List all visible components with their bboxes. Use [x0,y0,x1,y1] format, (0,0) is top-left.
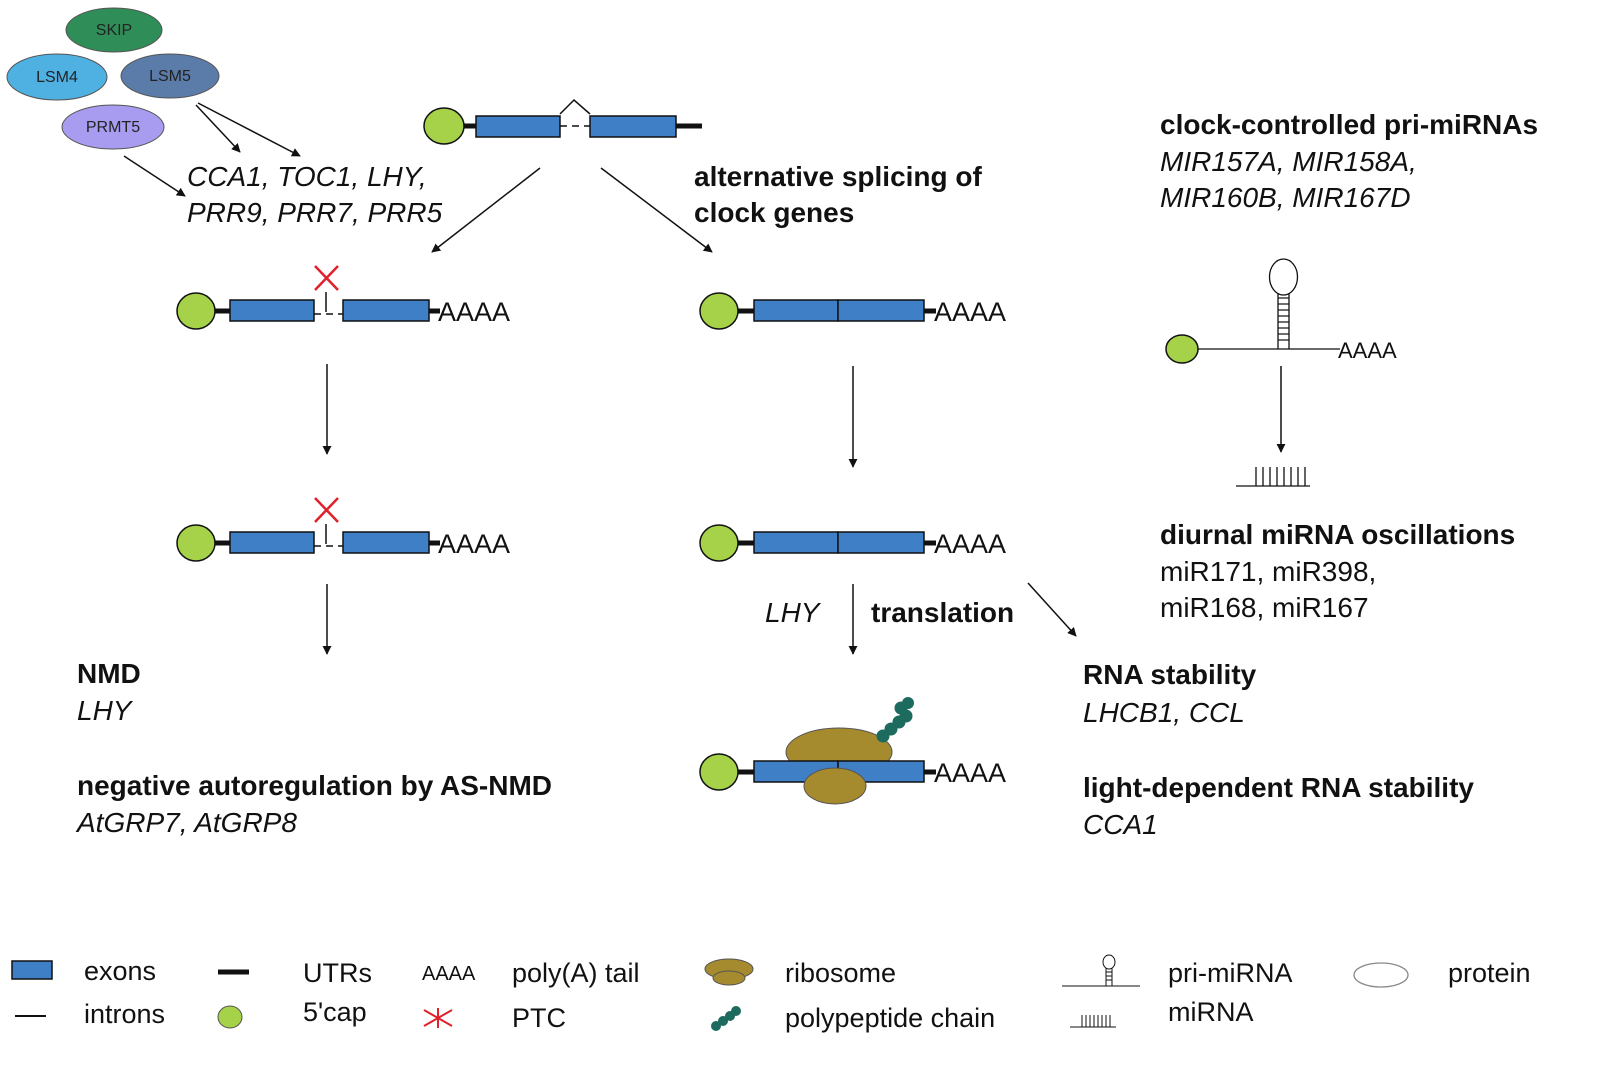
ribosome-small-subunit [803,767,867,805]
exon-top-1 [475,115,561,138]
light-stability-gene: CCA1 [1083,809,1158,840]
legend-exon-swatch [11,960,53,980]
cap-icon [176,524,216,562]
hairpin-loop [1268,258,1299,296]
splice-junction [559,98,591,115]
exon-2 [837,531,925,554]
legend-exons: exons [84,956,156,986]
legend-poly-a-symbol: AAAA [422,963,476,985]
mirna-genes-line2: MIR160B, MIR167D [1160,182,1411,213]
protein-lsm4 [6,53,108,101]
legend-protein-icon [1353,962,1409,988]
legend-protein: protein [1448,958,1531,988]
exon-1 [753,531,839,554]
exon-2 [342,299,430,322]
mirna-oscillation-title: diurnal miRNA oscillations [1160,519,1515,550]
mirna-oscillation-line2: miR168, miR167 [1160,592,1369,623]
cap-icon [699,753,739,791]
exon-1 [229,299,315,322]
mrna-normal-2: AAAA [699,524,1006,562]
rna-stability-title: RNA stability [1083,659,1257,690]
poly-a-tail: AAAA [934,529,1006,559]
mirna-title: clock-controlled pri-miRNAs [1160,109,1538,140]
legend-utrs: UTRs [303,958,372,988]
legend-polypeptide: polypeptide chain [785,1003,995,1033]
legend-ptc-icon [423,1008,453,1028]
exon-top-2 [589,115,677,138]
ptc-icon [314,497,339,523]
splicing-label-line2: clock genes [694,197,854,228]
poly-a-tail: AAAA [934,758,1006,788]
legend-ribosome-icon [704,958,754,986]
exon-1 [229,531,315,554]
target-genes-line2: PRR9, PRR7, PRR5 [187,197,443,228]
protein-lsm4-label: LSM4 [36,69,78,86]
protein-prmt5 [61,104,165,150]
poly-a-tail: AAAA [438,297,510,327]
exon-2 [837,299,925,322]
exon-2 [342,531,430,554]
ptc-icon [314,265,339,291]
legend-ribosome: ribosome [785,958,896,988]
regulator-proteins: SKIP LSM4 LSM5 PRMT5 [6,7,220,150]
rna-stability-genes: LHCB1, CCL [1083,697,1245,728]
mirna-oscillation-line1: miR171, miR398, [1160,556,1376,587]
legend-cap: 5'cap [303,997,367,1027]
legend-pri-mirna: pri-miRNA [1168,958,1293,988]
autoregulation-genes: AtGRP7, AtGRP8 [75,807,297,838]
legend-mirna-icon [1070,1015,1116,1028]
translating-mrna: AAAA [699,697,1006,805]
translation-gene: LHY [765,597,822,628]
light-stability-title: light-dependent RNA stability [1083,772,1474,803]
splicing-label-line1: alternative splicing of [694,161,983,192]
pri-mirna-poly-a: AAAA [1338,338,1397,363]
exon-1 [753,299,839,322]
protein-lsm5 [120,53,220,99]
arrow-to-ptc-branch [431,167,541,253]
legend: exons introns UTRs 5'cap AAAA poly(A) ta… [11,954,1531,1033]
legend-polypeptide-icon [711,1006,741,1031]
cap-icon [699,524,739,562]
pre-mrna-top [423,98,702,145]
poly-a-tail: AAAA [438,529,510,559]
protein-lsm5-label: LSM5 [149,68,191,85]
legend-poly-a: poly(A) tail [512,958,640,988]
protein-prmt5-label: PRMT5 [86,119,140,136]
arrow-to-normal-branch [600,167,713,253]
nmd-title: NMD [77,658,141,689]
nmd-gene: LHY [77,695,134,726]
cap-icon [423,107,465,145]
protein-skip [65,7,163,53]
target-genes-line1: CCA1, TOC1, LHY, [187,161,427,192]
arrow-lsm5-to-cca1 [195,104,241,153]
mrna-ptc-2: AAAA [176,497,510,562]
legend-introns: introns [84,999,165,1029]
autoregulation-title: negative autoregulation by AS-NMD [77,770,552,801]
cap-icon [176,292,216,330]
legend-cap-icon [217,1005,243,1029]
hairpin-stem [1278,297,1289,341]
polypeptide-chain-icon [876,697,914,743]
pri-mirna-structure: AAAA [1165,258,1397,364]
mirna-genes-line1: MIR157A, MIR158A, [1160,146,1417,177]
arrow-lsm5-to-toc1 [197,102,301,157]
arrow-to-rna-stability [1027,582,1077,637]
legend-mirna: miRNA [1168,997,1254,1027]
protein-skip-label: SKIP [96,22,132,39]
translation-label: translation [871,597,1014,628]
mrna-ptc-1: AAAA [176,265,510,330]
cap-icon [699,292,739,330]
mature-mirna [1236,467,1310,487]
cap-icon [1165,334,1199,364]
mrna-normal-1: AAAA [699,292,1006,330]
legend-pri-mirna-icon [1062,954,1140,987]
legend-ptc: PTC [512,1003,566,1033]
arrow-prmt5-to-prr9 [123,155,186,197]
poly-a-tail: AAAA [934,297,1006,327]
